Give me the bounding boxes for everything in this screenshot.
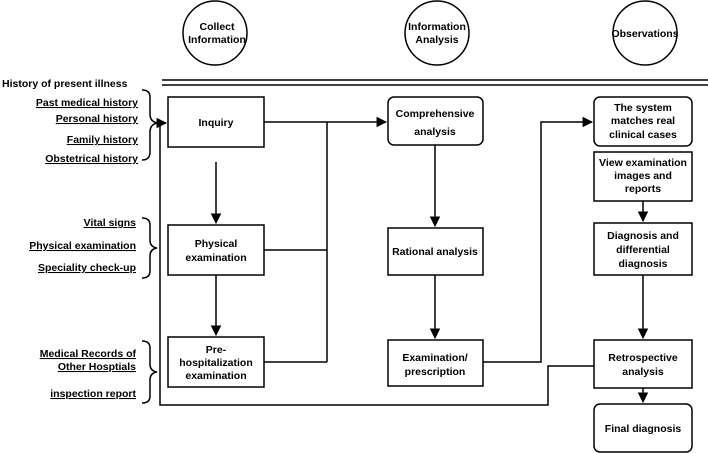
label-obstetrical-history: Obstetrical history (45, 153, 138, 165)
label-physical-examination: Physical examination (29, 240, 136, 252)
box-view-line3: reports (625, 183, 661, 195)
header-collect-line2: Information (188, 34, 246, 46)
header-collect-line1: Collect (199, 21, 235, 33)
box-retrospective-line2: analysis (622, 366, 664, 378)
label-personal-history: Personal history (56, 113, 138, 125)
header-collect-information: Collect Information (182, 0, 248, 66)
box-prehosp-line3: examination (185, 370, 246, 382)
box-inquiry: Inquiry (167, 96, 265, 148)
box-physical-line2: examination (185, 252, 246, 264)
box-final-diagnosis: Final diagnosis (593, 403, 693, 453)
box-examination-line1: Examination/ (402, 352, 467, 364)
box-final-text: Final diagnosis (605, 423, 682, 435)
box-retrospective-analysis: Retrospective analysis (593, 339, 693, 389)
brace-exam (141, 217, 158, 279)
box-prehosp-line1: Pre- (206, 344, 227, 356)
header-observations: Observations (611, 0, 679, 66)
box-inquiry-text: Inquiry (198, 117, 233, 129)
box-physical-examination: Physical examination (167, 224, 265, 276)
feedback-loop-line (159, 123, 594, 406)
label-speciality-check-up: Speciality check-up (38, 262, 136, 274)
label-past-medical-history: Past medical history (36, 97, 138, 109)
box-comprehensive-line2: analysis (414, 126, 456, 138)
arrow-examination-to-matches (483, 116, 594, 363)
header-analysis-line1: Information (408, 21, 466, 33)
brace-records (141, 340, 158, 404)
box-view-examination: View examination images and reports (593, 151, 693, 202)
box-comprehensive-line1: Comprehensive (396, 108, 475, 120)
label-medical-records-line1: Medical Records of (40, 348, 137, 360)
box-diagnosis-line1: Diagnosis and (607, 230, 679, 242)
label-family-history: Family history (67, 134, 138, 146)
label-vital-signs: Vital signs (84, 217, 136, 229)
box-diagnosis-line2: differential (616, 244, 670, 256)
header-observations-line1: Observations (611, 28, 678, 40)
box-prehosp-line2: hospitalization (179, 357, 253, 369)
box-view-line2: images and (614, 170, 672, 182)
brace-history (141, 89, 159, 161)
label-medical-records-line2: Other Hosptials (58, 361, 136, 373)
box-rational-analysis: Rational analysis (387, 227, 484, 276)
box-view-line1: View examination (599, 157, 687, 169)
box-matches-line3: clinical cases (609, 129, 677, 141)
header-analysis-line2: Analysis (415, 34, 458, 46)
header-information-analysis: Information Analysis (404, 0, 470, 66)
box-physical-line1: Physical (195, 238, 238, 250)
box-diagnosis-line3: diagnosis (618, 258, 667, 270)
box-system-matches: The system matches real clinical cases (593, 96, 693, 147)
box-pre-hospitalization: Pre- hospitalization examination (167, 336, 265, 388)
box-retrospective-line1: Retrospective (608, 352, 678, 364)
box-examination-line2: prescription (405, 366, 466, 378)
box-matches-line1: The system (614, 102, 672, 114)
history-title: History of present illness (2, 78, 128, 90)
box-rational-text: Rational analysis (392, 246, 478, 258)
box-examination-prescription: Examination/ prescription (387, 339, 484, 387)
box-comprehensive-analysis: Comprehensive analysis (387, 96, 484, 146)
box-matches-line2: matches real (611, 115, 675, 127)
box-diagnosis-differential: Diagnosis and differential diagnosis (593, 222, 693, 276)
label-inspection-report: inspection report (50, 388, 136, 400)
